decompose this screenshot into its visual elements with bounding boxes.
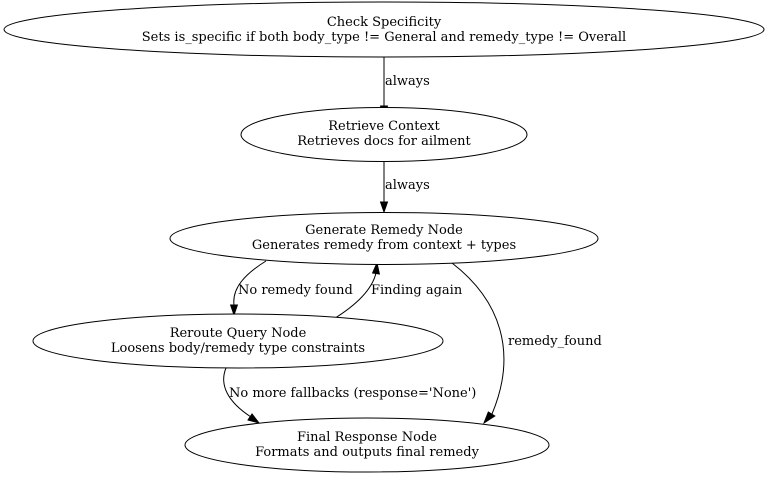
node-ellipse	[169, 212, 599, 265]
edge-label-reroute-to-final: No more fallbacks (response='None')	[229, 386, 476, 401]
node-description: Retrieves docs for ailment	[297, 134, 471, 149]
node-ellipse	[240, 107, 528, 162]
node-reroute-query: Reroute Query Node Loosens body/remedy t…	[32, 313, 444, 369]
node-generate-remedy: Generate Remedy Node Generates remedy fr…	[169, 212, 599, 265]
edge-label-generate-to-final: remedy_found	[508, 334, 602, 349]
arrow-head	[482, 411, 496, 425]
edge-line	[223, 367, 252, 418]
edge-reroute-to-generate	[331, 261, 381, 321]
node-ellipse	[3, 1, 765, 58]
edge-label-retrieve-to-generate: always	[385, 178, 430, 193]
edge-label-reroute-to-generate: Finding again	[371, 283, 463, 298]
node-description: Loosens body/remedy type constraints	[111, 341, 365, 356]
node-retrieve-context: Retrieve Context Retrieves docs for ailm…	[240, 107, 528, 162]
node-description: Generates remedy from context + types	[252, 238, 516, 253]
arrow-head	[371, 261, 381, 275]
node-title: Final Response Node	[297, 430, 437, 445]
node-ellipse	[184, 417, 550, 473]
node-check-specificity: Check Specificity Sets is_specific if bo…	[3, 1, 765, 58]
node-title: Retrieve Context	[328, 119, 440, 134]
node-description: Formats and outputs final remedy	[255, 445, 480, 460]
edge-generate-to-final	[451, 262, 505, 425]
edge-line	[331, 272, 377, 321]
edge-line	[451, 262, 505, 415]
edge-label-check-to-retrieve: always	[385, 74, 430, 89]
node-description: Sets is_specific if both body_type != Ge…	[142, 30, 626, 45]
node-ellipse	[32, 313, 444, 369]
node-title: Check Specificity	[327, 15, 442, 30]
node-final-response: Final Response Node Formats and outputs …	[184, 417, 550, 473]
arrow-head	[379, 201, 389, 214]
node-title: Reroute Query Node	[170, 326, 307, 341]
edge-line	[233, 260, 267, 306]
arrow-head	[247, 413, 261, 424]
edge-reroute-to-final	[223, 367, 261, 424]
edge-label-generate-to-reroute: No remedy found	[238, 283, 353, 298]
arrow-head	[229, 304, 239, 317]
edge-generate-to-reroute	[229, 260, 267, 317]
edge-retrieve-to-generate	[379, 161, 389, 214]
node-title: Generate Remedy Node	[305, 223, 463, 238]
